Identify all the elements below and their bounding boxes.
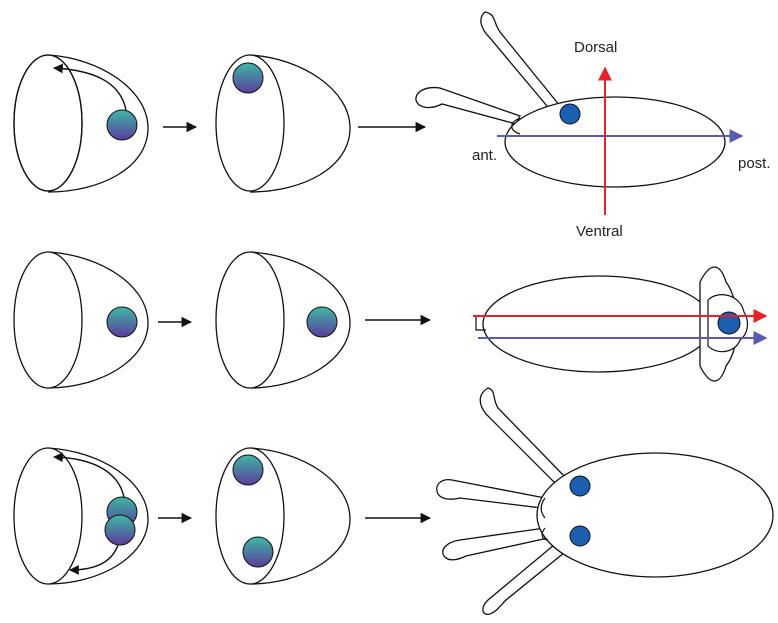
larva-body [504, 96, 726, 188]
nucleus-gradient [232, 62, 264, 94]
egg-cell-1b [215, 54, 351, 193]
egg-cell-3b [215, 447, 351, 585]
nucleus [717, 311, 741, 335]
filament [442, 527, 549, 561]
larva-radial [473, 266, 768, 382]
migration-arrow [53, 452, 125, 498]
nucleus [569, 525, 591, 547]
filament [480, 11, 561, 113]
nucleus [569, 475, 591, 497]
anterior-label: ant. [472, 147, 497, 164]
migration-arrow [53, 63, 127, 111]
nucleus-gradient [242, 536, 274, 568]
egg-cell-2b [215, 251, 351, 389]
egg-cell-3a [13, 447, 149, 585]
egg-cell-2a [13, 251, 149, 389]
nucleus-gradient [106, 109, 138, 141]
nucleus-gradient [104, 514, 136, 546]
filament [479, 387, 569, 489]
larva-body [536, 452, 774, 578]
egg-opening [13, 54, 83, 192]
larva-body [482, 275, 714, 373]
larva-double-dorsal [436, 387, 774, 615]
filament [436, 479, 546, 509]
migration-arrow [69, 544, 119, 575]
row-1-single-nucleus-migration: Dorsal Ventral ant. post. [13, 11, 771, 240]
nucleus-gradient [232, 454, 264, 486]
egg-cell-1a [13, 54, 149, 193]
nucleus-gradient [306, 306, 338, 338]
row-3-double-nucleus-migration [13, 387, 774, 615]
row-2-no-migration [13, 251, 768, 389]
larva-with-axes: Dorsal Ventral ant. post. [415, 11, 771, 240]
posterior-label: post. [738, 155, 771, 172]
ventral-label: Ventral [576, 223, 623, 240]
nucleus-gradient [106, 306, 138, 338]
filament [482, 539, 572, 615]
filament [415, 86, 521, 125]
nucleus [559, 103, 581, 125]
dorsal-label: Dorsal [574, 39, 617, 56]
